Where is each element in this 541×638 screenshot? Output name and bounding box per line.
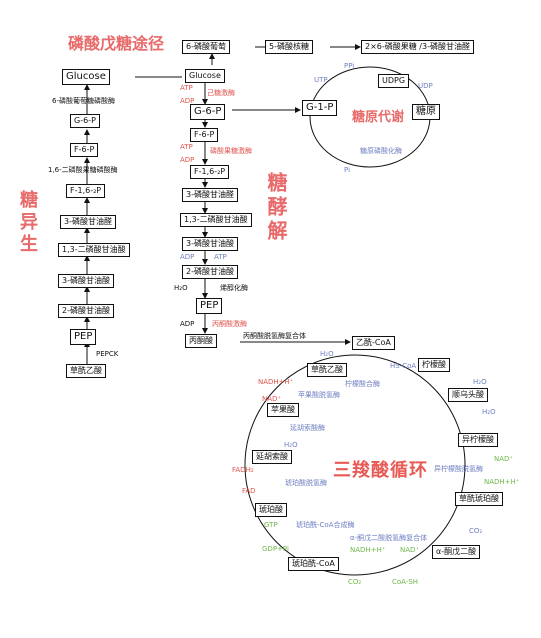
tca-oxalosuccinate-box: 草酰琥珀酸 [455, 492, 503, 506]
tca-fumarate-box: 延胡索酸 [252, 450, 292, 464]
glycolysis-2pg-box: 2-磷酸甘油酸 [182, 265, 238, 279]
tca-co2-label-2: CO₂ [348, 578, 362, 586]
tca-h2o-label-1: H₂O [320, 350, 334, 358]
fbpase-label: 1,6-二磷酸果糖磷酸酶 [48, 166, 118, 174]
udpg-box: UDPG [378, 74, 410, 88]
glycolysis-pyruvate-box: 丙酮酸 [185, 334, 217, 348]
glycolysis-3pg-box: 3-磷酸甘油酸 [182, 237, 238, 251]
tca-nadh-label-2: NADH+H⁺ [484, 478, 520, 486]
tca-nadh-label-3: NADH+H⁺ [350, 546, 386, 554]
ppp-product-box: 2×6-磷酸果糖 /3-磷酸甘油醛 [361, 40, 474, 54]
hexokinase-label: 己糖激酶 [207, 89, 235, 97]
g1p-box: G-1-P [302, 100, 338, 116]
glycolysis-adp-label-3: ADP [180, 253, 195, 261]
glycolysis-atp-label-1: ATP [180, 84, 193, 92]
ppp-ru5p-box: 5-磷酸核糖 [265, 40, 313, 54]
tca-coash-label: CoA-SH [392, 578, 419, 586]
tca-h2o-label-2: H₂O [284, 441, 298, 449]
gng-oaa-box: 草酰乙酸 [66, 364, 106, 378]
tca-gtp-label: GTP [264, 521, 278, 529]
sdh-label: 琥珀酸脱氢酶 [285, 479, 327, 487]
pi-label: Pi [344, 166, 351, 174]
glycolysis-f6p-box: F-6-P [190, 128, 219, 142]
gng-3pg-box: 3-磷酸甘油酸 [58, 274, 114, 288]
gng-g3p-box: 3-磷酸甘油醛 [60, 215, 116, 229]
gng-pep-box: PEP [70, 329, 97, 345]
fumarase-label: 延胡索酸酶 [290, 424, 325, 432]
ppp-title: 磷酸戊糖途径 [68, 34, 165, 53]
tca-co2-label-1: CO₂ [469, 527, 483, 535]
tca-oaa-box: 草酰乙酸 [307, 363, 347, 377]
glycolysis-h2o-label: H₂O [174, 284, 188, 292]
glycolysis-adp-label-2: ADP [180, 156, 195, 164]
tca-cisaconitate-box: 顺乌头酸 [448, 388, 488, 402]
gng-f6p-box: F-6-P [70, 143, 99, 157]
phosphorylase-label: 糖原磷酸化酶 [360, 147, 402, 155]
gng-2pg-box: 2-磷酸甘油酸 [58, 304, 114, 318]
tca-nad-label-1: NAD⁺ [262, 395, 282, 403]
tca-citrate-box: 柠檬酸 [418, 358, 450, 372]
glycolysis-g6p-box: G-6-P [190, 104, 226, 120]
glycolysis-g3p-box: 3-磷酸甘油醛 [182, 188, 238, 202]
citrate-synthase-label: 柠檬酸合酶 [345, 380, 380, 388]
acetylcoa-box: 乙酰-CoA [352, 336, 395, 350]
tca-nadh-label-1: NADH+H⁺ [258, 378, 294, 386]
tca-gdp-label: GDP+Pi [262, 545, 289, 553]
tca-h2o-label-4: H₂O [482, 408, 496, 416]
glycogen-box: 糖原 [412, 104, 440, 120]
glycogen-title: 糖原代谢 [352, 110, 405, 125]
tca-title: 三羧酸循环 [333, 460, 428, 481]
glycolysis-atp-label-2: ATP [180, 143, 193, 151]
tca-akg-box: α-酮戊二酸 [432, 545, 481, 559]
pyruvate-kinase-label: 丙酮酸激酶 [212, 320, 247, 328]
gng-g6p-box: G-6-P [70, 114, 100, 128]
tca-fadh2-label: FADH₂ [232, 466, 254, 474]
mdh-label: 苹果酸脱氢酶 [298, 391, 340, 399]
g6pase-label: 6-磷酸葡萄糖磷酸酶 [52, 97, 115, 105]
pepck-label: PEPCK [96, 350, 119, 358]
tca-succinate-box: 琥珀酸 [255, 503, 287, 517]
glycolysis-pep-box: PEP [196, 298, 223, 314]
scs-label: 琥珀酰-CoA合成酶 [296, 521, 355, 529]
pfk-label: 磷酸果糖激酶 [210, 147, 252, 155]
icdh-label: 异柠檬酸脱氢酶 [434, 465, 483, 473]
tca-h2o-label-3: H₂O [473, 378, 487, 386]
tca-isocitrate-box: 异柠檬酸 [458, 433, 498, 447]
udp-label: UDP [418, 82, 433, 90]
pdh-complex-label: 丙酮酸脱氢酶复合体 [243, 332, 306, 340]
glycolysis-glucose-box: Glucose [185, 69, 225, 83]
enolase-label: 烯醇化酶 [220, 284, 248, 292]
glycolysis-adp-label-4: ADP [180, 320, 195, 328]
tca-nad-label-2: NAD⁺ [494, 455, 514, 463]
gluconeogenesis-title: 糖异生 [17, 190, 38, 256]
glycolysis-title: 糖酵解 [264, 172, 288, 244]
ppi-label: PPi [344, 62, 355, 70]
akgdh-label: α-酮戊二酸脱氢酶复合体 [350, 534, 428, 542]
tca-fad-label: FAD [242, 487, 256, 495]
ppp-g6p-box: 6-磷酸葡萄 [182, 40, 230, 54]
tca-hscoa-label: HS-CoA [390, 362, 417, 370]
utp-label: UTP [314, 76, 328, 84]
gng-glucose-box: Glucose [62, 69, 110, 85]
tca-succinylcoa-box: 琥珀酰-CoA [288, 557, 339, 571]
glycolysis-f16bp-box: F-1,6-₂P [190, 165, 230, 179]
gng-f16bp-box: F-1,6-₂P [66, 184, 106, 198]
tca-nad-label-3: NAD⁺ [400, 546, 420, 554]
gng-13bpg-box: 1,3-二磷酸甘油酸 [58, 243, 130, 257]
glycolysis-13bpg-box: 1,3-二磷酸甘油酸 [180, 213, 252, 227]
glycolysis-atp-label-3: ATP [214, 253, 227, 261]
tca-malate-box: 苹果酸 [267, 403, 299, 417]
glycolysis-adp-label-1: ADP [180, 97, 195, 105]
